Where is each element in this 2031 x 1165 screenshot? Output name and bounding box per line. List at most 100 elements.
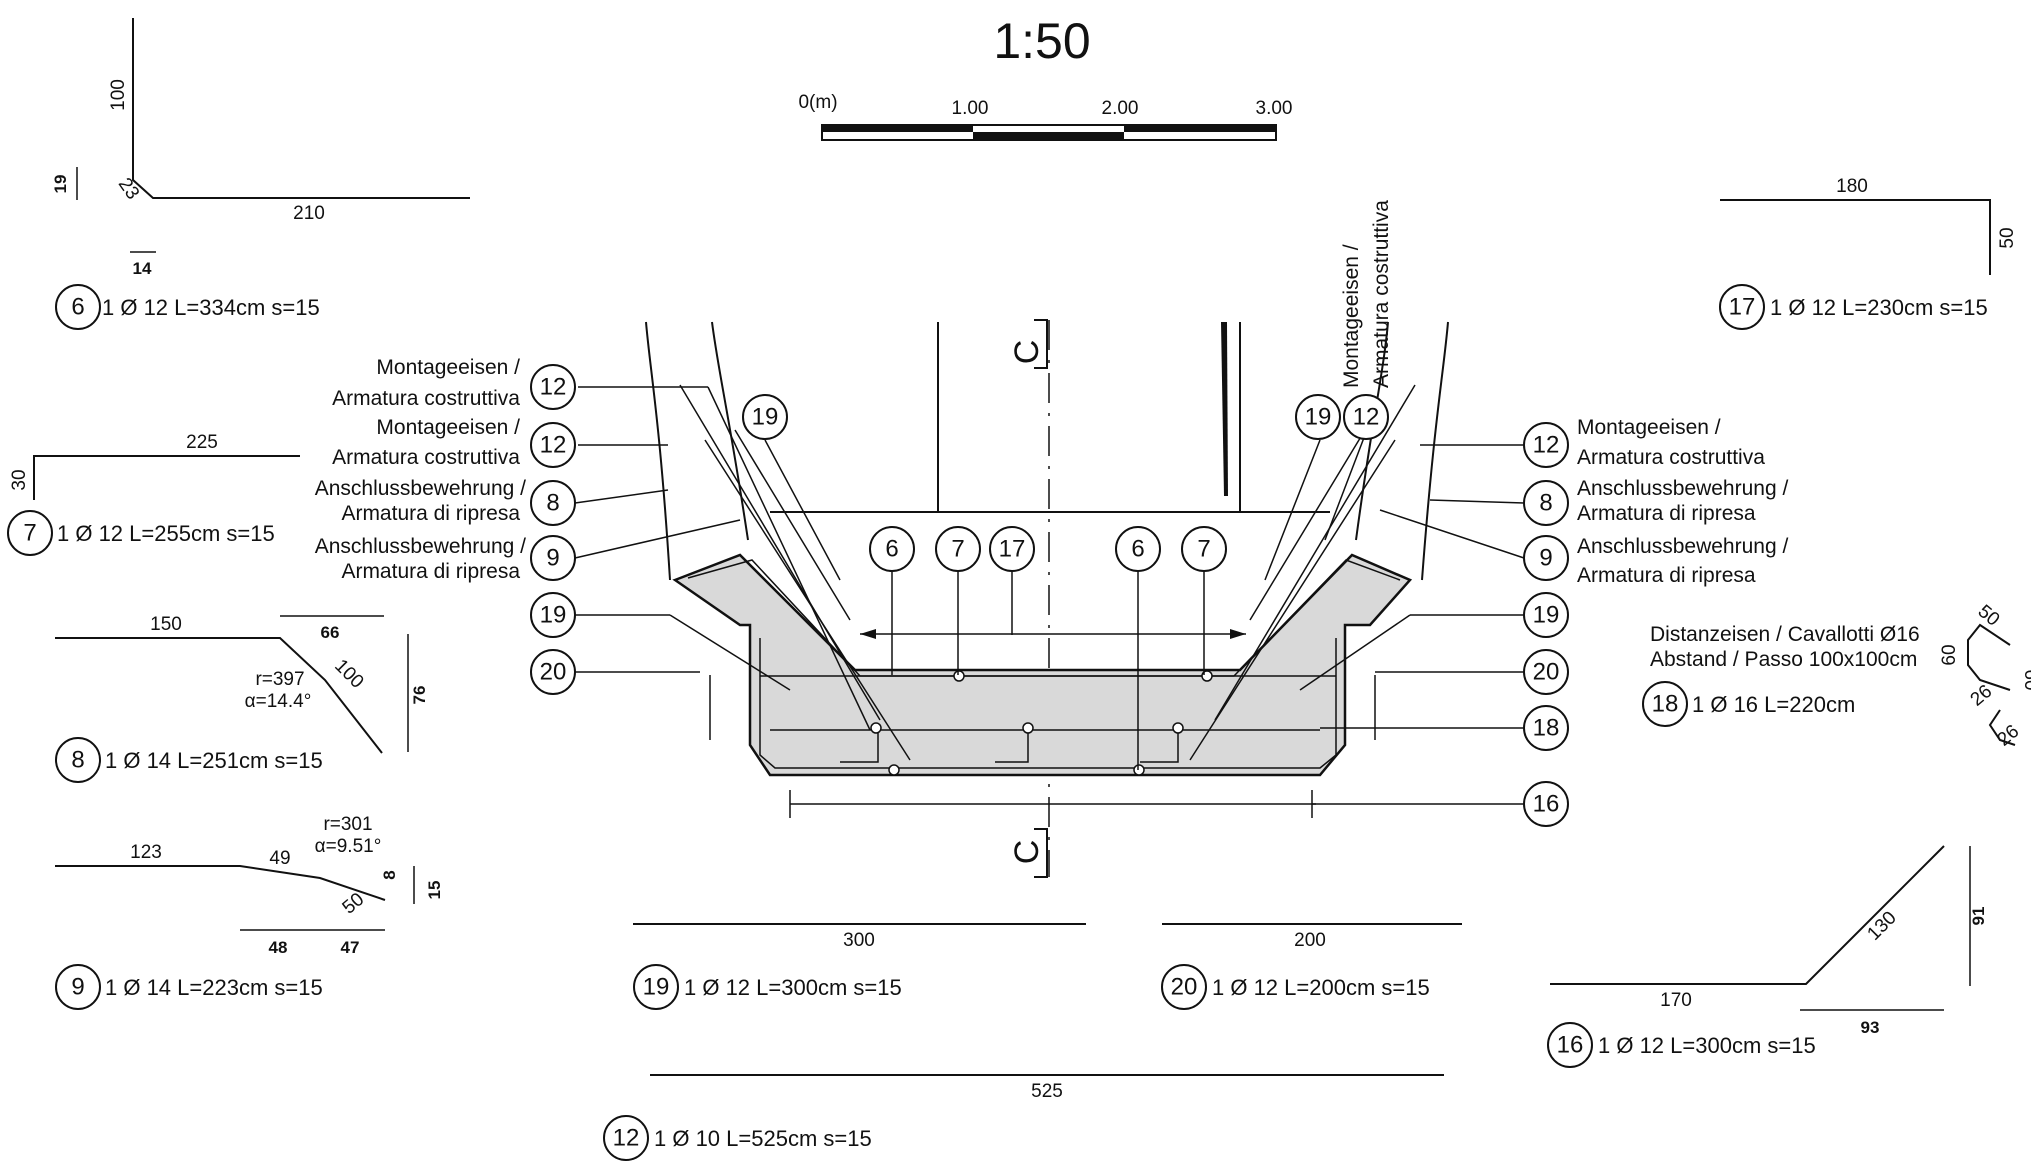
svg-text:8: 8: [380, 870, 399, 879]
svg-text:17: 17: [1729, 294, 1756, 321]
svg-text:48: 48: [269, 938, 288, 957]
bubble-inner-7a: 7: [935, 526, 981, 572]
bubble-left-9: 9: [530, 535, 576, 581]
bar-17-spec: 1 Ø 12 L=230cm s=15: [1770, 295, 1988, 320]
svg-text:α=14.4°: α=14.4°: [245, 691, 312, 712]
bubble-right-9: 9: [1523, 535, 1569, 581]
svg-text:123: 123: [130, 842, 162, 863]
svg-text:20: 20: [1533, 659, 1560, 686]
svg-text:19: 19: [51, 175, 70, 194]
svg-text:100: 100: [330, 655, 367, 692]
bubble-inner-6a: 6: [869, 526, 915, 572]
bubble-left-8: 8: [530, 480, 576, 526]
section-mark-bottom: C: [1008, 840, 1046, 865]
bar-12-shape: 525 12 1 Ø 10 L=525cm s=15: [603, 1074, 1444, 1161]
label-distanz-b: Abstand / Passo 100x100cm: [1650, 648, 1917, 671]
svg-text:76: 76: [410, 686, 429, 705]
bar-6-shape: 100 210 19 23 14 6 1 Ø 12 L=334cm s=15: [51, 18, 470, 330]
scale-tick-1: 1.00: [952, 98, 989, 119]
bubble-inner-12: 12: [1343, 394, 1389, 440]
leaders: [574, 386, 1525, 770]
inner-bubbles: 19 6 7 17 6 7 19 12 Montageeisen / Armat…: [742, 200, 1393, 572]
svg-text:60: 60: [2020, 669, 2031, 690]
svg-text:12: 12: [540, 432, 567, 459]
label-anschluss-3a: Anschlussbewehrung /: [1577, 477, 1788, 500]
svg-text:210: 210: [293, 203, 325, 224]
bar-8-shape: 150 66 100 76 r=397 α=14.4° 8 1 Ø 14 L=2…: [55, 614, 429, 783]
svg-text:12: 12: [613, 1125, 640, 1152]
label-montage-3a: Montageeisen /: [1577, 416, 1721, 439]
svg-text:16: 16: [1533, 791, 1560, 818]
svg-text:23: 23: [114, 174, 143, 203]
bar-12-spec: 1 Ø 10 L=525cm s=15: [654, 1126, 872, 1151]
svg-text:16: 16: [1557, 1032, 1584, 1059]
svg-text:60: 60: [1939, 644, 1960, 665]
bubble-inner-6b: 6: [1115, 526, 1161, 572]
svg-text:7: 7: [23, 520, 36, 547]
svg-text:47: 47: [341, 938, 360, 957]
svg-text:19: 19: [1305, 404, 1332, 431]
section-mark-top: C: [1008, 340, 1046, 365]
svg-text:93: 93: [1861, 1018, 1880, 1037]
bubble-inner-19a: 19: [742, 394, 788, 440]
label-montage-3b: Armatura costruttiva: [1577, 446, 1765, 469]
svg-text:7: 7: [951, 536, 964, 563]
bubble-left-20: 20: [530, 649, 576, 695]
svg-text:18: 18: [1652, 691, 1679, 718]
bar-9-shape: 123 49 50 8 15 48 47 r=301 α=9.51° 9 1 Ø…: [55, 814, 444, 1010]
svg-text:20: 20: [540, 659, 567, 686]
svg-text:r=301: r=301: [323, 814, 372, 835]
bar-7-shape: 225 30 7 1 Ø 12 L=255cm s=15: [7, 432, 300, 556]
bubble-left-12b: 12: [530, 422, 576, 468]
bubble-left-12a: 12: [530, 364, 576, 410]
bar-18-spec: 1 Ø 16 L=220cm: [1692, 692, 1855, 717]
svg-text:30: 30: [9, 469, 30, 490]
svg-text:12: 12: [1353, 404, 1380, 431]
svg-text:130: 130: [1863, 907, 1900, 944]
bubble-right-12: 12: [1523, 422, 1569, 468]
label-anschluss-2a: Anschlussbewehrung /: [315, 535, 526, 558]
label-anschluss-1b: Armatura di ripresa: [341, 502, 520, 525]
scale-tick-3: 3.00: [1256, 98, 1293, 119]
bubble-right-19: 19: [1523, 592, 1569, 638]
label-anschluss-3b: Armatura di ripresa: [1577, 502, 1756, 525]
label-montage-1a: Montageeisen /: [376, 356, 520, 379]
bar-16-spec: 1 Ø 12 L=300cm s=15: [1598, 1033, 1816, 1058]
label-montage-1b: Armatura costruttiva: [332, 387, 520, 410]
label-anschluss-2b: Armatura di ripresa: [341, 560, 520, 583]
bar-20-spec: 1 Ø 12 L=200cm s=15: [1212, 975, 1430, 1000]
svg-text:180: 180: [1836, 176, 1868, 197]
svg-text:150: 150: [150, 614, 182, 635]
svg-text:r=397: r=397: [255, 669, 304, 690]
svg-text:7: 7: [1197, 536, 1210, 563]
svg-text:49: 49: [269, 848, 290, 869]
svg-text:19: 19: [752, 404, 779, 431]
label-anschluss-1a: Anschlussbewehrung /: [315, 477, 526, 500]
svg-text:26: 26: [1967, 681, 1997, 711]
label-montage-2a: Montageeisen /: [376, 416, 520, 439]
svg-text:225: 225: [186, 432, 218, 453]
scale-bar: 1:50 0(m) 1.00 2.00 3.00: [798, 13, 1293, 141]
bar-17-shape: 180 50 17 1 Ø 12 L=230cm s=15: [1719, 176, 2018, 330]
svg-text:15: 15: [425, 881, 444, 900]
bar-9-spec: 1 Ø 14 L=223cm s=15: [105, 975, 323, 1000]
svg-text:20: 20: [1171, 974, 1198, 1001]
bubble-inner-7b: 7: [1181, 526, 1227, 572]
svg-text:300: 300: [843, 930, 875, 951]
svg-text:100: 100: [108, 79, 129, 111]
label-montage-vertical-a: Montageeisen /: [1340, 244, 1363, 388]
label-anschluss-4a: Anschlussbewehrung /: [1577, 535, 1788, 558]
bar-19-shape: 300 19 1 Ø 12 L=300cm s=15: [633, 923, 1086, 1010]
svg-text:19: 19: [1533, 602, 1560, 629]
svg-text:14: 14: [133, 259, 152, 278]
svg-text:α=9.51°: α=9.51°: [315, 836, 382, 857]
bar-18-shape: Distanzeisen / Cavallotti Ø16 Abstand / …: [1642, 601, 2031, 751]
svg-text:8: 8: [71, 747, 84, 774]
svg-text:9: 9: [1539, 545, 1552, 572]
svg-text:26: 26: [1994, 721, 2024, 751]
svg-text:50: 50: [1997, 227, 2018, 248]
bubble-right-8: 8: [1523, 480, 1569, 526]
label-anschluss-4b: Armatura di ripresa: [1577, 564, 1756, 587]
svg-text:8: 8: [546, 490, 559, 517]
svg-text:19: 19: [540, 602, 567, 629]
